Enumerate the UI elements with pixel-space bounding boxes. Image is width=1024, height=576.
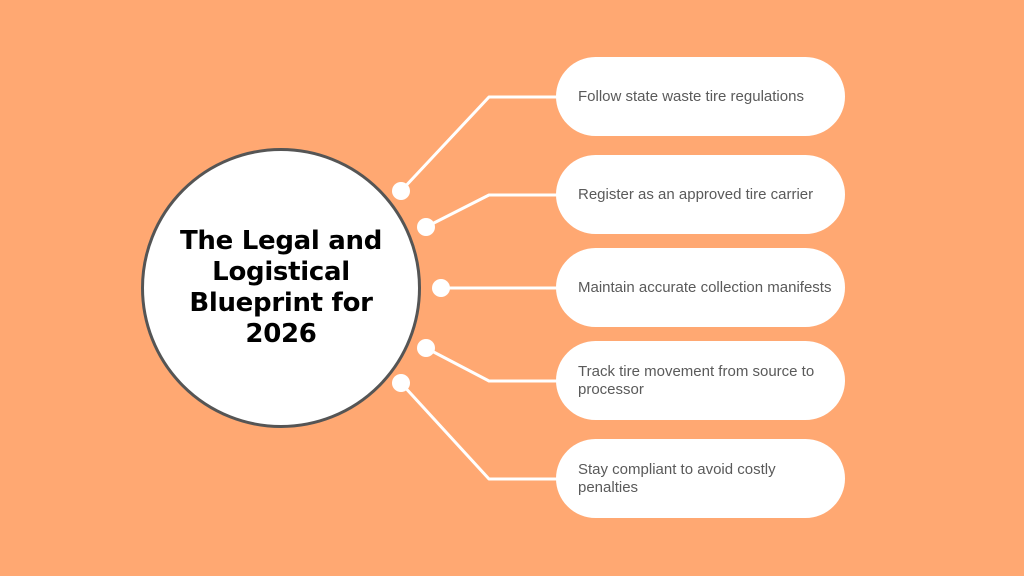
blueprint-item-label: Stay compliant to avoid costly penalties — [578, 460, 776, 496]
blueprint-item-regulations: Follow state waste tire regulations — [556, 57, 845, 136]
connector-dot-5 — [392, 374, 410, 392]
connector-dot-1 — [392, 182, 410, 200]
connector-5 — [399, 381, 558, 481]
hub-title: The Legal and Logistical Blueprint for 2… — [179, 226, 383, 349]
blueprint-item-label: Track tire movement from source to proce… — [578, 362, 815, 398]
connector-dot-3 — [432, 279, 450, 297]
blueprint-item-manifests: Maintain accurate collection manifests — [556, 248, 845, 327]
blueprint-item-label: Maintain accurate collection manifests — [578, 278, 832, 296]
connector-4 — [424, 346, 558, 383]
blueprint-item-stay-compliant: Stay compliant to avoid costly penalties — [556, 439, 845, 518]
connector-dot-4 — [417, 339, 435, 357]
blueprint-item-register-carrier: Register as an approved tire carrier — [556, 155, 845, 234]
blueprint-item-label: Follow state waste tire regulations — [578, 87, 804, 105]
connector-dot-2 — [417, 218, 435, 236]
connector-1 — [399, 95, 558, 193]
blueprint-item-label: Register as an approved tire carrier — [578, 185, 814, 203]
blueprint-item-track-movement: Track tire movement from source to proce… — [556, 341, 845, 420]
central-hub-circle: The Legal and Logistical Blueprint for 2… — [141, 148, 421, 428]
connector-2 — [424, 193, 558, 229]
